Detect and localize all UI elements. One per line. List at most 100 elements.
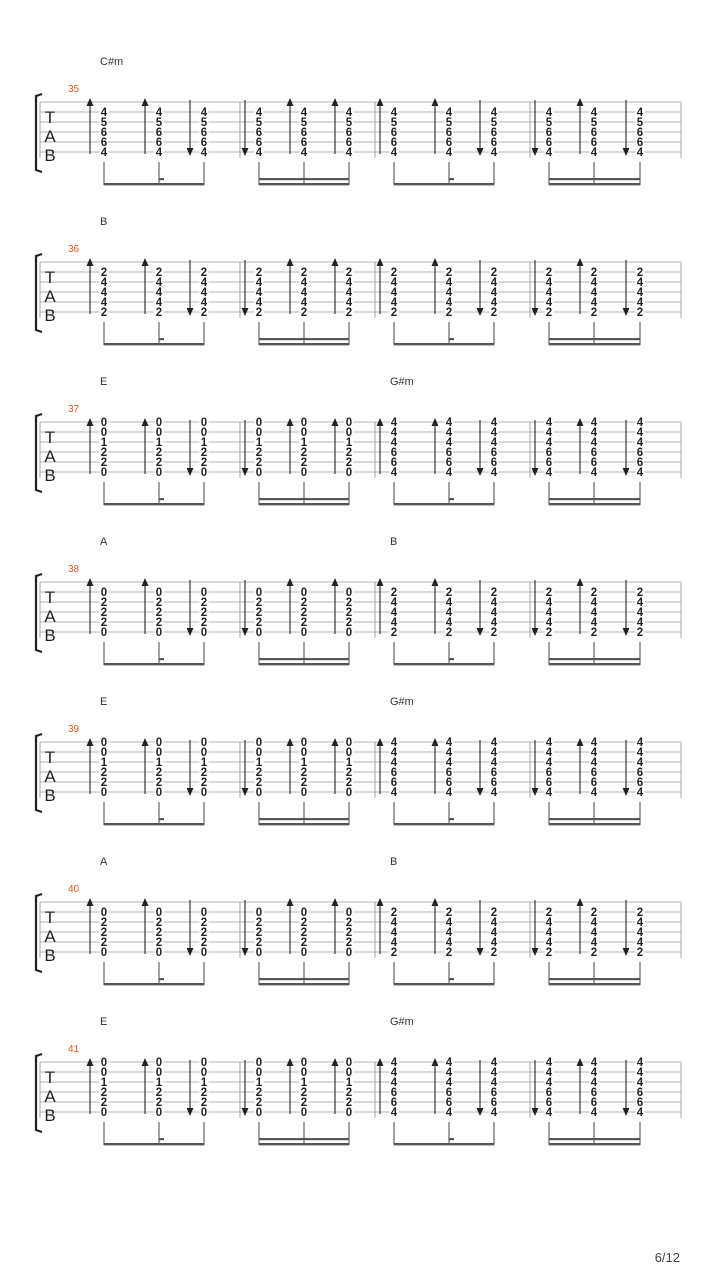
- beam-secondary: [259, 818, 349, 821]
- strum-up-arrow-icon: [331, 418, 339, 426]
- beam-secondary: [549, 498, 640, 501]
- fret-bg: [544, 767, 554, 777]
- fret-number: 4: [256, 147, 263, 159]
- fret-number: 5: [591, 117, 598, 129]
- fret-number: 6: [546, 137, 552, 149]
- fret-number: 2: [201, 937, 207, 949]
- fret-number: 2: [201, 917, 207, 929]
- fret-bg: [154, 787, 164, 797]
- fret-number: 6: [546, 777, 552, 789]
- fret-number: 0: [346, 747, 352, 759]
- fret-bg: [544, 127, 554, 137]
- fret-bg: [254, 1067, 264, 1077]
- fret-bg: [444, 127, 454, 137]
- fret-bg: [99, 1057, 109, 1067]
- tab-clef-letter: A: [44, 447, 56, 466]
- beam: [394, 503, 494, 506]
- fret-number: 4: [391, 937, 398, 949]
- fret-bg: [544, 107, 554, 117]
- strum-up-arrow-icon: [286, 258, 294, 266]
- fret-number: 1: [346, 1077, 353, 1089]
- fret-number: 6: [637, 457, 643, 469]
- fret-number: 2: [101, 937, 107, 949]
- fret-number: 2: [101, 777, 107, 789]
- fret-bg: [544, 927, 554, 937]
- fret-bg: [444, 597, 454, 607]
- fret-bg: [444, 607, 454, 617]
- fret-number: 2: [546, 907, 552, 919]
- fret-bg: [389, 617, 399, 627]
- fret-number: 4: [591, 297, 598, 309]
- fret-bg: [635, 1057, 645, 1067]
- fret-number: 0: [156, 737, 162, 749]
- fret-number: 4: [637, 1107, 644, 1119]
- fret-bg: [589, 1107, 599, 1117]
- fret-number: 2: [201, 1097, 207, 1109]
- fret-number: 2: [256, 617, 262, 629]
- strum-up-arrow-icon: [286, 98, 294, 106]
- fret-number: 4: [591, 737, 598, 749]
- fret-number: 1: [201, 757, 208, 769]
- fret-bg: [99, 597, 109, 607]
- fret-number: 4: [446, 787, 453, 799]
- fret-bg: [389, 117, 399, 127]
- strum-down-arrow-icon: [622, 628, 630, 636]
- fret-number: 6: [637, 1087, 643, 1099]
- fret-bg: [344, 907, 354, 917]
- fret-number: 0: [301, 1107, 307, 1119]
- fret-number: 6: [491, 127, 497, 139]
- fret-number: 0: [201, 627, 207, 639]
- fret-number: 4: [591, 427, 598, 439]
- fret-number: 2: [101, 927, 107, 939]
- fret-number: 4: [546, 417, 553, 429]
- fret-number: 6: [391, 777, 397, 789]
- fret-number: 4: [391, 607, 398, 619]
- strum-down-arrow-icon: [476, 1108, 484, 1116]
- fret-bg: [344, 147, 354, 157]
- strum-down-arrow-icon: [186, 1108, 194, 1116]
- fret-number: 6: [637, 777, 643, 789]
- fret-number: 4: [591, 757, 598, 769]
- fret-bg: [344, 757, 354, 767]
- fret-bg: [489, 137, 499, 147]
- fret-bg: [589, 737, 599, 747]
- strum-up-arrow-icon: [331, 898, 339, 906]
- fret-bg: [489, 1087, 499, 1097]
- fret-number: 0: [201, 467, 207, 479]
- fret-number: 0: [156, 587, 162, 599]
- fret-number: 2: [491, 587, 497, 599]
- fret-number: 6: [391, 457, 397, 469]
- fret-number: 4: [546, 607, 553, 619]
- fret-bg: [389, 607, 399, 617]
- strum-down-arrow-icon: [476, 788, 484, 796]
- strum-up-arrow-icon: [286, 578, 294, 586]
- beam: [104, 823, 204, 826]
- fret-bg: [344, 267, 354, 277]
- fret-bg: [299, 287, 309, 297]
- tab-staff: 0222002220022200222002220022202444224442…: [34, 572, 682, 666]
- strum-down-arrow-icon: [241, 308, 249, 316]
- beam: [259, 663, 349, 666]
- fret-number: 6: [637, 1097, 643, 1109]
- fret-bg: [99, 467, 109, 477]
- fret-number: 4: [156, 277, 163, 289]
- fret-number: 2: [256, 597, 262, 609]
- fret-bg: [299, 117, 309, 127]
- fret-bg: [99, 777, 109, 787]
- fret-bg: [544, 787, 554, 797]
- fret-number: 4: [637, 1077, 644, 1089]
- fret-bg: [444, 117, 454, 127]
- fret-bg: [344, 427, 354, 437]
- fret-number: 4: [491, 297, 498, 309]
- fret-bg: [489, 147, 499, 157]
- strum-up-arrow-icon: [86, 578, 94, 586]
- strum-down-arrow-icon: [476, 308, 484, 316]
- tab-staff: 0012200012200012200012200012200012204446…: [34, 732, 682, 826]
- fret-number: 6: [446, 447, 452, 459]
- fret-number: 0: [201, 417, 207, 429]
- strum-down-arrow-icon: [186, 148, 194, 156]
- fret-number: 0: [256, 587, 262, 599]
- tab-clef-letter: T: [44, 1068, 56, 1087]
- fret-bg: [389, 587, 399, 597]
- fret-bg: [199, 417, 209, 427]
